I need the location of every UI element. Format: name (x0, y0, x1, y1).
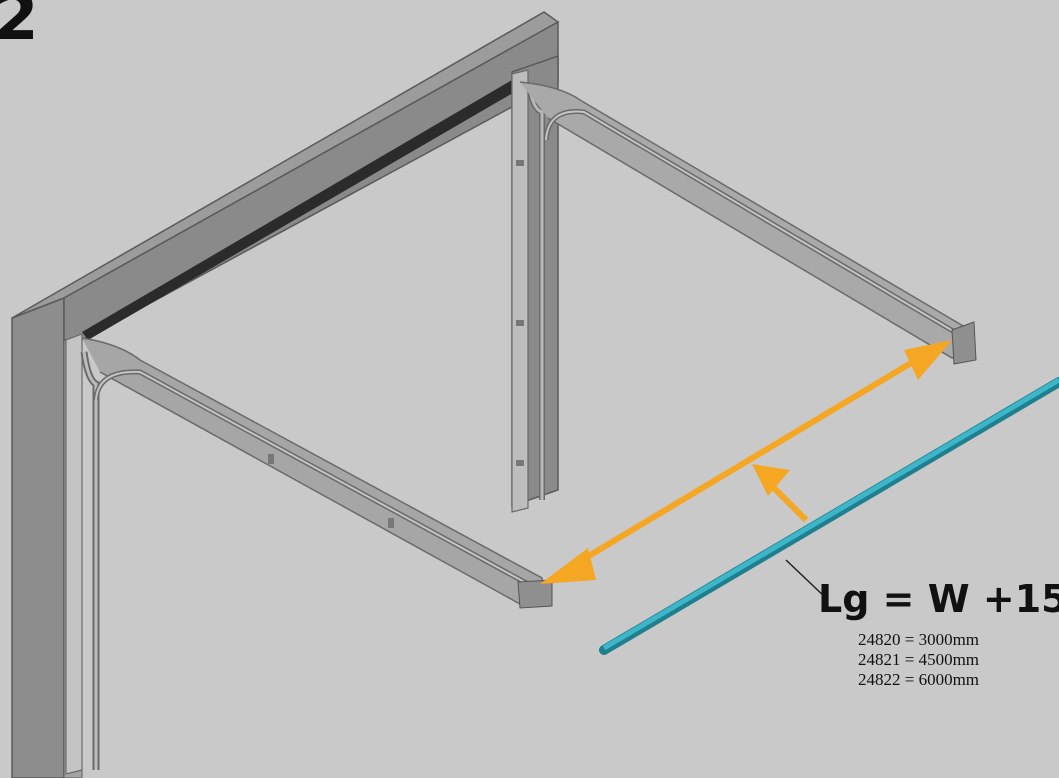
part-length-item: 24820 = 3000mm (858, 630, 980, 649)
left-vertical-track (65, 333, 83, 775)
leader-line (785, 559, 827, 599)
right-horizontal-track (519, 81, 971, 359)
right-vertical-track (511, 69, 529, 513)
width-arrow-head-left (540, 548, 596, 584)
part-length-list: 24820 = 3000mm 24821 = 4500mm 24822 = 60… (858, 630, 979, 690)
pointer-arrow-head (752, 464, 790, 496)
length-formula: Lg = W +157 (818, 577, 1059, 621)
pointer-arrow-line (769, 483, 809, 523)
part-length-item: 24821 = 4500mm (858, 650, 980, 669)
step-number: 2 (0, 0, 39, 55)
width-arrow-line (570, 351, 928, 569)
frame-left-post (11, 296, 65, 778)
frame-header-beam (11, 11, 560, 319)
width-arrow-head-right (904, 340, 952, 380)
part-length-item: 24822 = 6000mm (858, 670, 980, 689)
